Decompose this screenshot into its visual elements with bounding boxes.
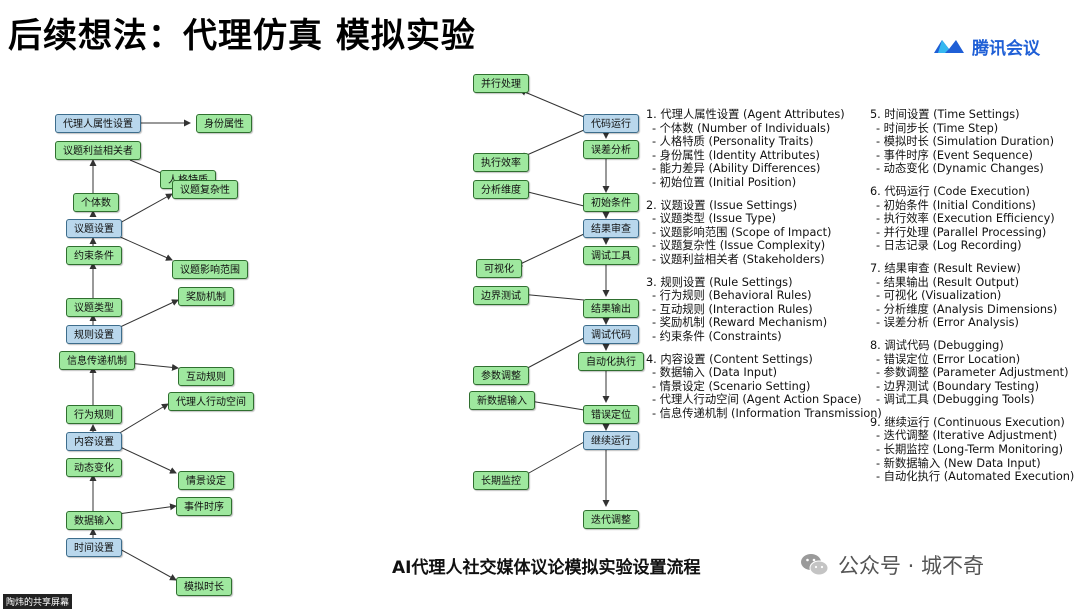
section-item: - 模拟时长 (Simulation Duration)	[876, 135, 1055, 149]
node-debug-tools: 调试工具	[583, 246, 639, 265]
section-item: - 个体数 (Number of Individuals)	[652, 121, 831, 135]
node-content-setting: 内容设置	[66, 432, 122, 451]
node-auto-exec: 自动化执行	[578, 352, 644, 371]
section-item: - 议题类型 (Issue Type)	[652, 212, 777, 226]
node-interaction: 互动规则	[178, 367, 234, 386]
node-reward: 奖励机制	[178, 287, 234, 306]
section-item: - 身份属性 (Identity Attributes)	[652, 148, 820, 162]
section-item: - 初始条件 (Initial Conditions)	[876, 198, 1036, 212]
section-item: - 能力差异 (Ability Differences)	[652, 162, 821, 176]
section-item: - 人格特质 (Personality Traits)	[652, 135, 814, 149]
node-agent-attr: 代理人属性设置	[55, 114, 141, 133]
section-item: - 迭代调整 (Iterative Adjustment)	[876, 429, 1058, 443]
section-heading: 6. 代码运行 (Code Execution)	[870, 184, 1030, 198]
node-stakeholders: 议题利益相关者	[55, 141, 141, 160]
node-init-cond: 初始条件	[583, 193, 639, 212]
brand-name: 腾讯会议	[972, 38, 1040, 59]
section-item: - 议题利益相关者 (Stakeholders)	[652, 252, 825, 266]
node-data-input: 数据输入	[66, 511, 122, 530]
section-item: - 议题影响范围 (Scope of Impact)	[652, 225, 832, 239]
node-behavior: 行为规则	[66, 405, 122, 424]
watermark: 公众号 · 城不奇	[800, 550, 984, 580]
section-item: - 参数调整 (Parameter Adjustment)	[876, 366, 1069, 380]
section-item: - 初始位置 (Initial Position)	[652, 175, 797, 189]
brand-logo: 腾讯会议	[932, 34, 1040, 59]
meeting-logo-icon	[934, 40, 964, 53]
node-cont-run: 继续运行	[583, 431, 639, 450]
section-item: - 时间步长 (Time Step)	[876, 121, 999, 135]
settings-text-column-2: 5. 时间设置 (Time Settings)- 时间步长 (Time Step…	[870, 108, 1074, 484]
section-heading: 8. 调试代码 (Debugging)	[870, 338, 1004, 352]
section-item: - 行为规则 (Behavioral Rules)	[652, 289, 812, 303]
section-item: - 误差分析 (Error Analysis)	[876, 316, 1019, 330]
node-parallel: 并行处理	[473, 74, 529, 93]
node-action-space: 代理人行动空间	[168, 392, 254, 411]
section-item: - 分析维度 (Analysis Dimensions)	[876, 302, 1058, 316]
section-item: - 新数据输入 (New Data Input)	[876, 456, 1041, 470]
screen-share-tag: 陶炜的共享屏幕	[3, 594, 73, 609]
section-item: - 执行效率 (Execution Efficiency)	[876, 212, 1055, 226]
section-heading: 1. 代理人属性设置 (Agent Attributes)	[646, 108, 845, 121]
node-issue-setting: 议题设置	[66, 219, 122, 238]
node-iter-adjust: 迭代调整	[583, 510, 639, 529]
node-time-setting: 时间设置	[66, 538, 122, 557]
section-heading: 5. 时间设置 (Time Settings)	[870, 108, 1020, 121]
section-item: - 长期监控 (Long-Term Monitoring)	[876, 443, 1064, 457]
section-item: - 议题复杂性 (Issue Complexity)	[652, 239, 826, 253]
node-sim-duration: 模拟时长	[176, 577, 232, 596]
node-error-loc: 错误定位	[583, 405, 639, 424]
section-heading: 9. 继续运行 (Continuous Execution)	[870, 415, 1065, 429]
node-scenario: 情景设定	[178, 471, 234, 490]
diagram-caption: AI代理人社交媒体议论模拟实验设置流程	[392, 558, 701, 578]
node-rule-setting: 规则设置	[66, 325, 122, 344]
node-complexity: 议题复杂性	[172, 180, 238, 199]
node-long-monitor: 长期监控	[473, 471, 529, 490]
settings-text-column-1: 1. 代理人属性设置 (Agent Attributes)- 个体数 (Numb…	[646, 108, 882, 420]
node-efficiency: 执行效率	[473, 153, 529, 172]
section-heading: 2. 议题设置 (Issue Settings)	[646, 198, 798, 212]
node-code-run: 代码运行	[583, 114, 639, 133]
section-item: - 情景设定 (Scenario Setting)	[652, 379, 811, 393]
node-scope: 议题影响范围	[172, 260, 248, 279]
section-item: - 事件时序 (Event Sequence)	[876, 148, 1033, 162]
section-item: - 约束条件 (Constraints)	[652, 329, 782, 343]
wechat-icon	[801, 554, 829, 576]
section-item: - 并行处理 (Parallel Processing)	[876, 225, 1047, 239]
section-item: - 动态变化 (Dynamic Changes)	[876, 162, 1044, 176]
node-param-adjust: 参数调整	[473, 366, 529, 385]
section-item: - 结果输出 (Result Output)	[876, 275, 1019, 289]
node-dynamic: 动态变化	[66, 458, 122, 477]
section-heading: 4. 内容设置 (Content Settings)	[646, 352, 813, 366]
node-result-output: 结果输出	[583, 299, 639, 318]
node-error-analysis: 误差分析	[583, 140, 639, 159]
node-issue-type: 议题类型	[66, 298, 122, 317]
node-result-review: 结果审查	[583, 219, 639, 238]
section-heading: 3. 规则设置 (Rule Settings)	[646, 275, 793, 289]
section-item: - 奖励机制 (Reward Mechanism)	[652, 316, 828, 330]
node-debug-code: 调试代码	[583, 325, 639, 344]
page-title: 后续想法：代理仿真 模拟实验	[8, 16, 476, 56]
section-item: - 代理人行动空间 (Agent Action Space)	[652, 393, 862, 407]
section-item: - 数据输入 (Data Input)	[652, 366, 778, 380]
node-constraints: 约束条件	[66, 246, 122, 265]
section-item: - 互动规则 (Interaction Rules)	[652, 302, 813, 316]
section-item: - 可视化 (Visualization)	[876, 289, 1002, 303]
node-info-trans: 信息传递机制	[59, 351, 135, 370]
node-new-data: 新数据输入	[469, 391, 535, 410]
section-item: - 调试工具 (Debugging Tools)	[876, 393, 1035, 407]
node-boundary: 边界测试	[473, 286, 529, 305]
section-item: - 错误定位 (Error Location)	[876, 352, 1021, 366]
section-heading: 7. 结果审查 (Result Review)	[870, 261, 1021, 275]
node-analysis-dim: 分析维度	[473, 180, 529, 199]
watermark-text: 公众号 · 城不奇	[838, 554, 985, 578]
node-identity: 身份属性	[196, 114, 252, 133]
node-event-seq: 事件时序	[176, 497, 232, 516]
section-item: - 边界测试 (Boundary Testing)	[876, 379, 1039, 393]
node-individuals: 个体数	[73, 193, 119, 212]
section-item: - 信息传递机制 (Information Transmission)	[652, 406, 882, 420]
section-item: - 自动化执行 (Automated Execution)	[876, 470, 1075, 484]
section-item: - 日志记录 (Log Recording)	[876, 239, 1022, 253]
node-visual: 可视化	[476, 259, 522, 278]
